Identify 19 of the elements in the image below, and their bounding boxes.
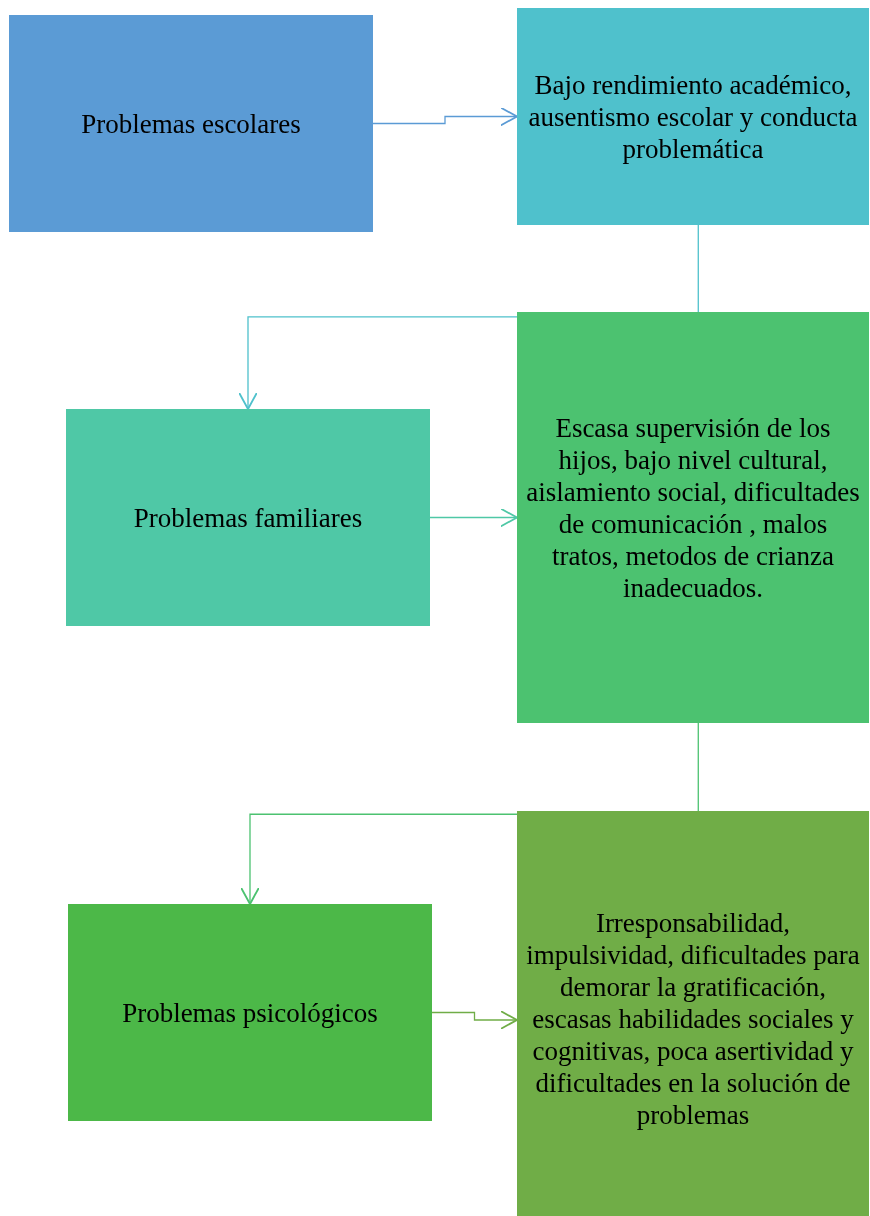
process-box — [517, 811, 869, 1216]
connector-line — [697, 224, 699, 313]
process-box — [517, 312, 869, 723]
box-text: Irresponsabilidad, impulsividad, dificultades para demorar la gratificación, escasas habilidades sociales y cognitivas, poca asertividad y dificultades en la solución de problemas — [525, 906, 861, 1131]
arrow — [429, 507, 518, 528]
process-box — [9, 15, 373, 232]
process-box — [517, 8, 869, 225]
arrow — [431, 1010, 518, 1030]
box-text: Problemas familiares — [133, 501, 363, 534]
arrow — [240, 813, 518, 905]
process-box — [66, 409, 430, 626]
box-text: Bajo rendimiento académico, ausentismo escolar y conducta problemática — [527, 68, 859, 165]
box-text: Problemas escolares — [81, 107, 301, 140]
box-text: Problemas psicológicos — [122, 996, 378, 1029]
box-text: Escasa supervisión de los hijos, bajo nivel cultural, aislamiento social, dificultades de comunicación , malos tratos, metodos de crianza inadecuados. — [525, 411, 861, 604]
arrow — [238, 316, 518, 410]
process-box — [68, 904, 432, 1121]
arrow — [372, 106, 518, 127]
connector-line — [697, 722, 699, 812]
